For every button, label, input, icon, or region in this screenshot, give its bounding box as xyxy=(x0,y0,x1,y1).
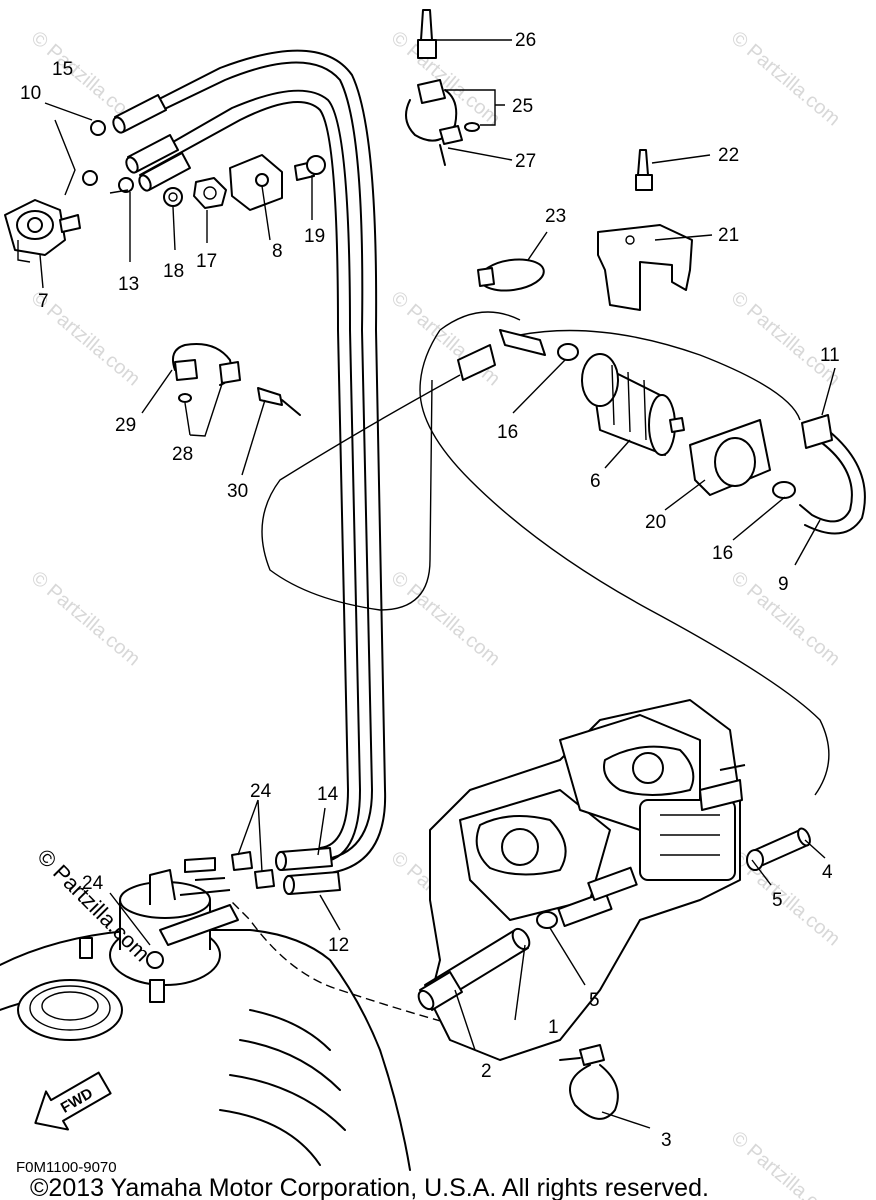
callout-2: 2 xyxy=(481,1061,492,1082)
callout-5: 5 xyxy=(589,990,600,1011)
callout-13: 13 xyxy=(118,274,139,295)
copyright-notice: ©2013 Yamaha Motor Corporation, U.S.A. A… xyxy=(30,1174,709,1200)
callout-24: 24 xyxy=(82,873,104,894)
fuel-tank xyxy=(0,851,411,1171)
callout-16: 16 xyxy=(497,422,518,443)
fwd-arrow: FWD xyxy=(34,1071,112,1131)
callouts: 1 2 3 4 5 5 6 7 8 9 10 11 12 13 14 15 16… xyxy=(20,30,840,1151)
callout-6: 6 xyxy=(590,471,601,492)
watermark: © Partzilla.com xyxy=(387,287,504,390)
engine-assembly xyxy=(429,699,746,1061)
callout-23: 23 xyxy=(545,206,566,227)
callout-29: 29 xyxy=(115,415,136,436)
callout-12: 12 xyxy=(328,935,349,956)
callout-7: 7 xyxy=(38,291,49,312)
callout-16: 16 xyxy=(712,543,733,564)
callout-19: 19 xyxy=(304,226,325,247)
grommet-8 xyxy=(229,154,283,211)
routing-loop xyxy=(229,311,830,1026)
callout-27: 27 xyxy=(515,151,536,172)
callout-26: 26 xyxy=(515,30,536,51)
callout-3: 3 xyxy=(661,1130,672,1151)
small-clamps xyxy=(82,120,183,207)
callout-8: 8 xyxy=(272,241,283,262)
drawing-code: F0M1100-9070 xyxy=(16,1159,117,1176)
callout-10: 10 xyxy=(20,83,41,104)
band-23 xyxy=(477,258,545,292)
callout-11: 11 xyxy=(820,345,840,366)
callout-20: 20 xyxy=(645,512,666,533)
nut-17 xyxy=(193,177,227,209)
bracket-21 xyxy=(597,149,693,311)
callout-17: 17 xyxy=(196,251,217,272)
watermark-layer: © Partzilla.com © Partzilla.com © Partzi… xyxy=(27,27,844,1200)
callout-18: 18 xyxy=(163,261,184,282)
callout-22: 22 xyxy=(718,145,739,166)
clip-25-26-27 xyxy=(405,9,480,166)
watermark: © Partzilla.com xyxy=(27,567,144,670)
hose-4 xyxy=(746,827,811,871)
callout-30: 30 xyxy=(227,481,248,502)
callout-25: 25 xyxy=(512,96,533,117)
watermark: © Partzilla.com xyxy=(727,1127,844,1200)
callout-15: 15 xyxy=(52,59,73,80)
callout-1: 1 xyxy=(548,1017,559,1038)
callout-21: 21 xyxy=(718,225,739,246)
long-hoses xyxy=(112,49,387,895)
callout-5: 5 xyxy=(772,890,783,911)
holder-20 xyxy=(689,419,771,496)
filter-6 xyxy=(581,353,685,456)
hose-1-2 xyxy=(417,911,558,1011)
callout-4: 4 xyxy=(822,862,833,883)
watermark: © Partzilla.com xyxy=(727,27,844,130)
valve-7 xyxy=(4,199,81,263)
hose-9 xyxy=(772,414,866,535)
callout-9: 9 xyxy=(778,574,789,595)
leader-lines xyxy=(39,39,836,1129)
callout-28: 28 xyxy=(172,444,193,465)
clamp-28-29-30 xyxy=(172,343,301,416)
screw-19 xyxy=(294,155,326,181)
clamp-3 xyxy=(559,1044,619,1120)
fitting-16-top xyxy=(457,329,579,381)
callout-24: 24 xyxy=(250,781,272,802)
watermark: © Partzilla.com xyxy=(387,27,504,130)
callout-14: 14 xyxy=(317,784,339,805)
watermark: © Partzilla.com xyxy=(387,567,504,670)
